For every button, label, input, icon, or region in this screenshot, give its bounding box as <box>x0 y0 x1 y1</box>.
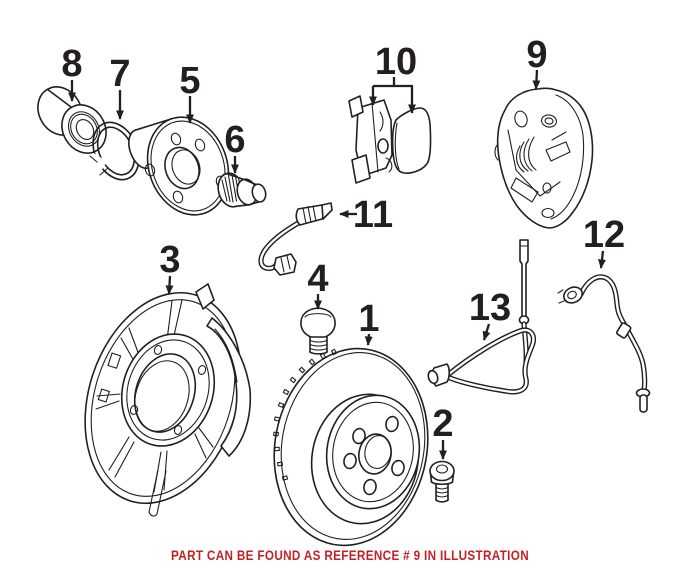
callout-13: 13 <box>469 287 511 329</box>
set-screw <box>429 460 455 503</box>
callout-7: 7 <box>109 53 130 95</box>
countersunk-screw <box>300 307 336 355</box>
callout-2: 2 <box>432 403 453 445</box>
callout-12: 12 <box>583 214 625 256</box>
sensor-connector <box>273 253 297 276</box>
rotor-vent-slots <box>273 348 338 481</box>
callout-4: 4 <box>307 258 328 300</box>
hub-bore <box>164 146 200 190</box>
callout-11: 11 <box>353 194 393 236</box>
rotor-lug-holes <box>343 415 405 496</box>
callout-10: 10 <box>375 41 417 83</box>
callout-3: 3 <box>159 239 180 281</box>
brake-hose <box>557 274 651 413</box>
abs-sensor <box>427 239 536 395</box>
screw-head <box>429 460 455 482</box>
brake-caliper <box>494 87 594 229</box>
callout-6: 6 <box>224 119 245 161</box>
outer-brake-pad <box>391 107 432 174</box>
hose-banjo-fitting <box>563 286 583 304</box>
brake-rotor <box>273 347 429 547</box>
abs-sensor-tip <box>519 239 529 319</box>
hose-end-fitting <box>639 394 648 413</box>
splash-shield <box>84 283 252 517</box>
callout-8: 8 <box>61 43 82 85</box>
hose-clip <box>616 322 632 339</box>
sensor-body <box>295 204 326 226</box>
brake-pad-set <box>348 95 432 184</box>
reference-note: PART CAN BE FOUND AS REFERENCE # 9 IN IL… <box>171 547 529 563</box>
callout-9: 9 <box>526 34 547 76</box>
callout-numbers: 1 2 3 4 5 6 7 8 9 10 11 12 13 <box>61 34 625 445</box>
callout-1: 1 <box>358 298 379 340</box>
hub-flange <box>146 116 230 216</box>
shield-right-flap <box>206 317 252 457</box>
callout-5: 5 <box>179 60 200 102</box>
wheel-hub <box>128 116 230 216</box>
callout-arrows <box>68 69 606 460</box>
caliper-body <box>496 87 594 229</box>
screw-head <box>300 307 336 338</box>
wear-sensor <box>258 202 333 276</box>
collar-nut <box>217 172 267 208</box>
